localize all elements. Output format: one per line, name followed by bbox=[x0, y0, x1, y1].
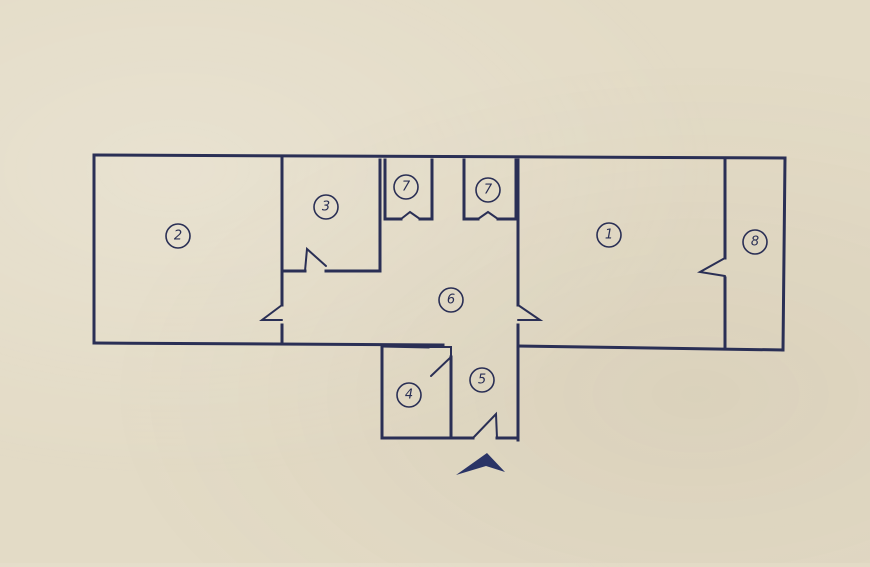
entrance-arrow-icon bbox=[456, 453, 505, 475]
svg-text:7: 7 bbox=[402, 180, 411, 195]
svg-text:7: 7 bbox=[484, 183, 493, 198]
room-8-door-swing bbox=[697, 257, 726, 277]
room-label-7a: 7 bbox=[393, 174, 419, 200]
svg-text:3: 3 bbox=[322, 200, 330, 215]
room-7a-door bbox=[400, 210, 421, 220]
room-label-2: 2 bbox=[165, 223, 191, 249]
outer-walls bbox=[92, 153, 787, 352]
room-1-door-swing bbox=[517, 304, 544, 321]
entrance-door-swing bbox=[472, 411, 498, 439]
room-4-north-wall bbox=[380, 344, 430, 349]
room-4-5-walls bbox=[380, 343, 520, 440]
svg-text:4: 4 bbox=[405, 388, 413, 403]
outer-wall-top bbox=[92, 153, 787, 160]
room-label-8: 8 bbox=[742, 229, 768, 255]
outer-wall-right bbox=[781, 156, 787, 352]
room-label-5: 5 bbox=[469, 367, 495, 393]
room-8-walls bbox=[697, 158, 727, 351]
room-2-walls bbox=[259, 156, 284, 346]
svg-text:6: 6 bbox=[447, 293, 455, 308]
svg-text:2: 2 bbox=[174, 229, 182, 244]
room-7b-door bbox=[477, 210, 499, 220]
room-3-walls bbox=[280, 158, 382, 273]
room-label-3: 3 bbox=[313, 194, 339, 220]
room-7b-west bbox=[462, 158, 480, 221]
svg-text:5: 5 bbox=[478, 373, 486, 388]
room-1-walls bbox=[516, 158, 544, 442]
room-label-4: 4 bbox=[396, 382, 422, 408]
outer-wall-bottom-right bbox=[516, 344, 785, 352]
room-labels: 1 2 3 4 5 6 7 7 bbox=[165, 174, 768, 408]
room-7-walls bbox=[383, 158, 518, 221]
room-4-door-swing bbox=[427, 346, 452, 377]
room-7b-east bbox=[496, 158, 518, 221]
room-3-door-swing bbox=[304, 246, 327, 272]
svg-text:1: 1 bbox=[605, 228, 613, 243]
room-7a-box bbox=[383, 158, 403, 221]
svg-text:8: 8 bbox=[751, 235, 759, 250]
room-label-6: 6 bbox=[438, 287, 464, 313]
room-7a-east bbox=[418, 158, 434, 221]
room-label-1: 1 bbox=[596, 222, 622, 248]
room-label-7b: 7 bbox=[475, 177, 501, 203]
room-2-door-swing bbox=[259, 304, 283, 321]
